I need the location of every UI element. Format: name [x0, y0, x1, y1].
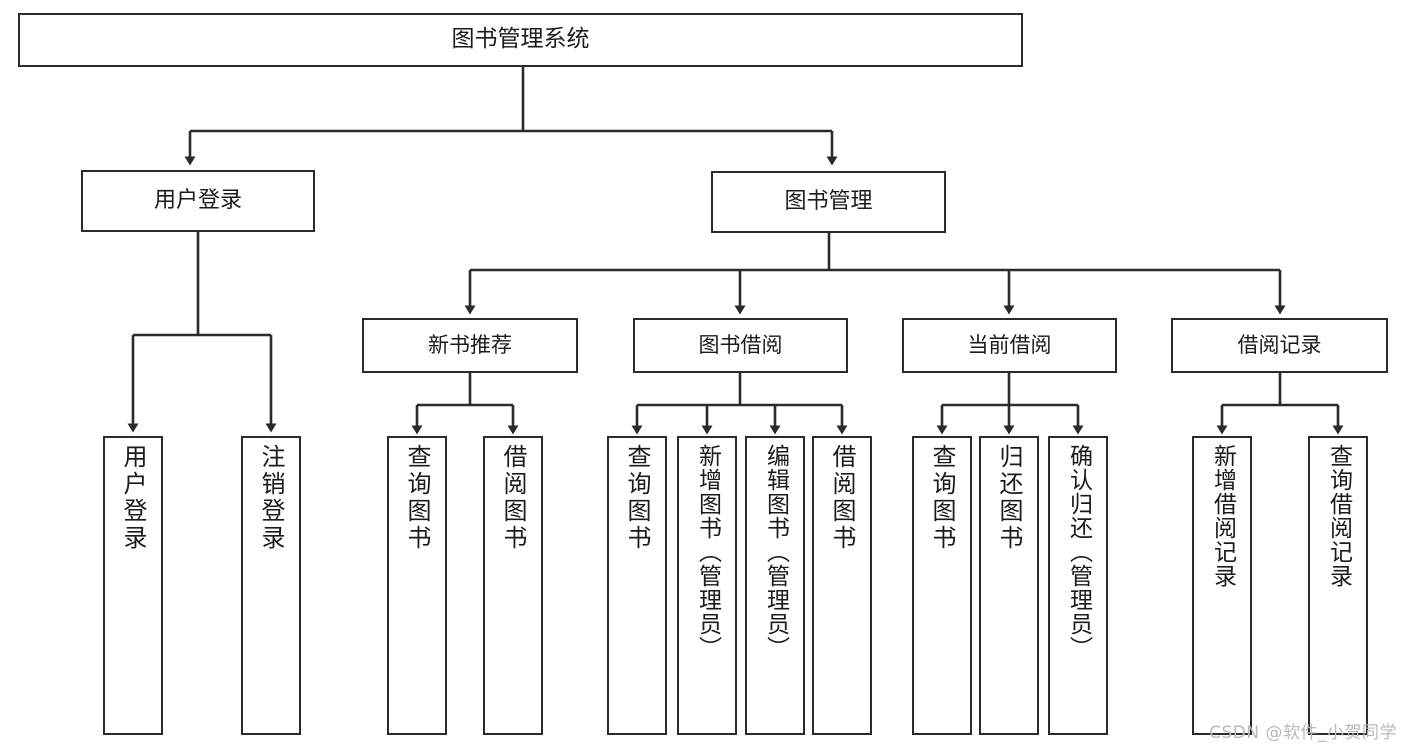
leaf-borrow-query-book[interactable]: 查询图书: [607, 436, 667, 735]
node-label: 当前借阅: [967, 333, 1052, 358]
leaf-current-confirm-return-admin[interactable]: 确认归还（管理员）: [1048, 436, 1108, 735]
node-label: 用户登录: [119, 444, 147, 552]
node-book-management[interactable]: 图书管理: [711, 171, 946, 233]
node-label: 编辑图书（管理员）: [762, 444, 789, 660]
leaf-record-add-record[interactable]: 新增借阅记录: [1192, 436, 1252, 735]
node-current-borrow[interactable]: 当前借阅: [902, 318, 1117, 373]
node-label: 图书管理系统: [451, 26, 590, 53]
node-label: 注销登录: [257, 444, 285, 552]
leaf-borrow-add-book-admin[interactable]: 新增图书（管理员）: [677, 436, 737, 735]
leaf-borrow-edit-book-admin[interactable]: 编辑图书（管理员）: [745, 436, 805, 735]
leaf-borrow-borrow-book[interactable]: 借阅图书: [812, 436, 872, 735]
node-new-book-recommend[interactable]: 新书推荐: [362, 318, 578, 373]
node-label: 查询图书: [403, 444, 431, 552]
node-label: 查询借阅记录: [1325, 444, 1352, 588]
leaf-current-return-book[interactable]: 归还图书: [979, 436, 1039, 735]
node-label: 确认归还（管理员）: [1065, 444, 1092, 660]
node-label: 用户登录: [153, 188, 242, 214]
watermark-text: CSDN @软件_小贺同学: [1209, 723, 1397, 743]
node-book-borrow[interactable]: 图书借阅: [633, 318, 848, 373]
node-label: 借阅图书: [499, 444, 527, 552]
node-label: 图书借阅: [698, 333, 783, 358]
leaf-user-login-login[interactable]: 用户登录: [103, 436, 163, 735]
node-borrow-record[interactable]: 借阅记录: [1171, 318, 1388, 373]
node-label: 借阅记录: [1237, 333, 1322, 358]
node-label: 借阅图书: [828, 444, 856, 552]
node-user-login[interactable]: 用户登录: [81, 170, 315, 232]
node-label: 图书管理: [784, 189, 873, 215]
leaf-user-login-logout[interactable]: 注销登录: [241, 436, 301, 735]
leaf-record-query-record[interactable]: 查询借阅记录: [1308, 436, 1368, 735]
leaf-new-book-borrow[interactable]: 借阅图书: [483, 436, 543, 735]
node-label: 查询图书: [928, 444, 956, 552]
node-label: 新增借阅记录: [1209, 444, 1236, 588]
node-root-system[interactable]: 图书管理系统: [18, 13, 1023, 67]
node-label: 新书推荐: [428, 333, 512, 358]
leaf-new-book-query[interactable]: 查询图书: [387, 436, 447, 735]
node-label: 归还图书: [995, 444, 1023, 552]
leaf-current-query-book[interactable]: 查询图书: [912, 436, 972, 735]
node-label: 查询图书: [623, 444, 651, 552]
node-label: 新增图书（管理员）: [694, 444, 721, 660]
